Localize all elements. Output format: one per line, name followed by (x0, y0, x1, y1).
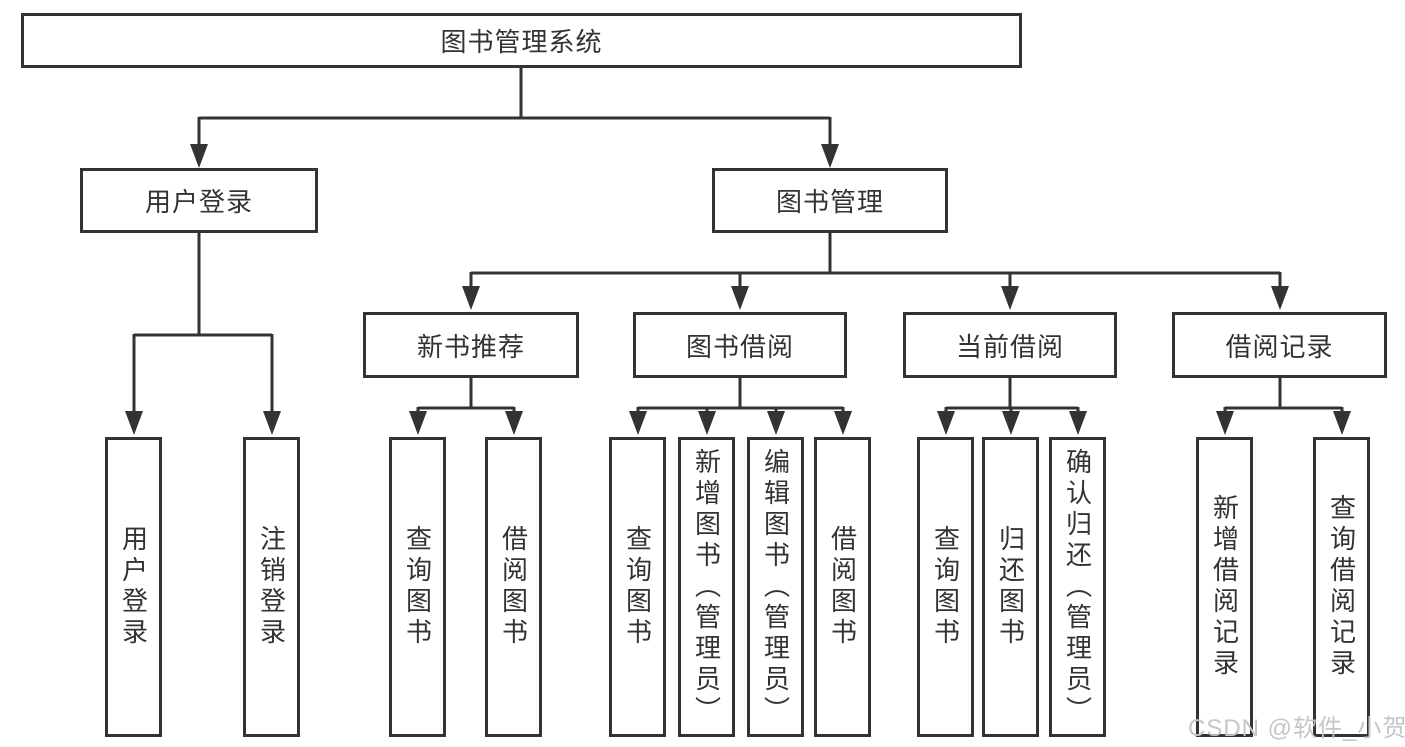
leaf-user-login: 用户登录 (105, 437, 162, 737)
node-book-management: 图书管理 (712, 168, 948, 233)
leaf-rec-borrow-book: 借阅图书 (485, 437, 542, 737)
leaf-borrow-add-book: 新增图书（管理员） (678, 437, 735, 737)
node-root-title: 图书管理系统 (21, 13, 1022, 68)
leaf-current-return-book: 归还图书 (982, 437, 1039, 737)
node-borrow-record: 借阅记录 (1172, 312, 1387, 378)
leaf-borrow-query-book: 查询图书 (609, 437, 666, 737)
leaf-current-query-book: 查询图书 (917, 437, 974, 737)
leaf-record-query-record: 查询借阅记录 (1313, 437, 1370, 737)
leaf-rec-query-book: 查询图书 (389, 437, 446, 737)
node-new-book-recommend: 新书推荐 (363, 312, 579, 378)
leaf-current-confirm-return: 确认归还（管理员） (1049, 437, 1106, 737)
leaf-borrow-borrow-book: 借阅图书 (814, 437, 871, 737)
node-user-login: 用户登录 (80, 168, 318, 233)
node-current-borrow: 当前借阅 (903, 312, 1117, 378)
csdn-watermark: CSDN @软件_小贺同学 (1188, 715, 1405, 742)
leaf-record-add-record: 新增借阅记录 (1196, 437, 1253, 737)
leaf-borrow-edit-book: 编辑图书（管理员） (747, 437, 804, 737)
node-book-borrow: 图书借阅 (633, 312, 847, 378)
leaf-logout: 注销登录 (243, 437, 300, 737)
